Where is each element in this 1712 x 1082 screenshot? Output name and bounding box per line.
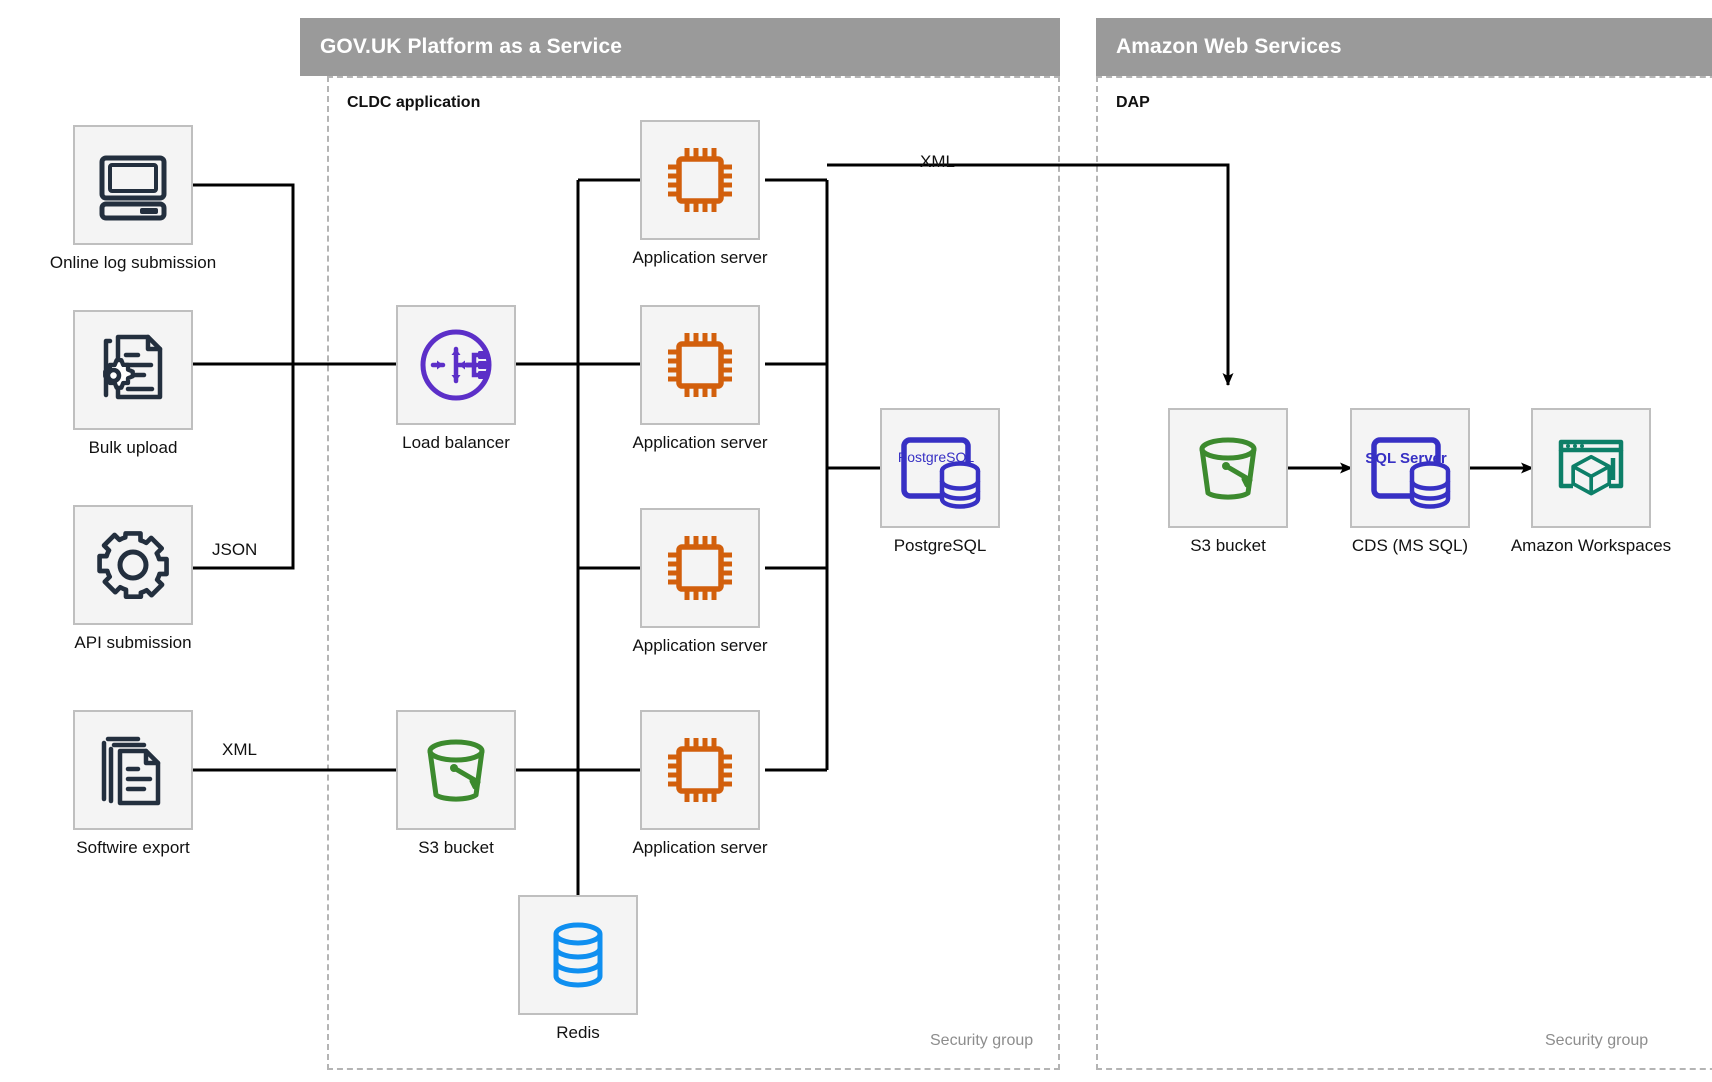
sql-server-icon: SQL Server: [1366, 437, 1451, 509]
group-title-paas: GOV.UK Platform as a Service: [320, 35, 622, 58]
icon-box: [518, 895, 638, 1015]
node-label: Amazon Workspaces: [1510, 536, 1672, 555]
icon-box: PostgreSQL: [880, 408, 1000, 528]
gear-icon: [97, 531, 169, 600]
postgresql-badge-text: PostgreSQL: [898, 449, 974, 465]
edge-label-json: JSON: [212, 540, 258, 559]
node-api-submission[interactable]: API submission: [73, 505, 193, 652]
node-label: Application server: [632, 636, 768, 655]
icon-box: SQL Server: [1350, 408, 1470, 528]
cpu-chip-icon: [668, 738, 732, 802]
icon-box: [396, 305, 516, 425]
icon-box: [640, 508, 760, 628]
group-box-aws: [1096, 76, 1712, 1070]
node-label: S3 bucket: [418, 838, 494, 857]
node-s3-bucket-paas[interactable]: S3 bucket: [396, 710, 516, 857]
security-group-label-paas: Security group: [930, 1032, 1034, 1049]
node-redis[interactable]: Redis: [518, 895, 638, 1042]
node-application-server-4[interactable]: Application server: [632, 710, 768, 857]
bucket-icon: [1199, 437, 1257, 500]
icon-box: [640, 710, 760, 830]
node-label: API submission: [74, 633, 192, 652]
node-application-server-2[interactable]: Application server: [632, 305, 768, 452]
icon-box: [1168, 408, 1288, 528]
node-label: Application server: [632, 433, 768, 452]
node-label: Application server: [632, 248, 768, 267]
edge-label-xml-softwire: XML: [222, 740, 257, 759]
node-label: Load balancer: [402, 433, 510, 452]
icon-box: [73, 310, 193, 430]
node-label: PostgreSQL: [893, 536, 987, 555]
desktop-computer-icon: [99, 155, 167, 221]
database-cylinder-icon: [553, 922, 603, 988]
icon-box: [73, 125, 193, 245]
cpu-chip-icon: [668, 333, 732, 397]
sub-label-cldc: CLDC application: [347, 94, 481, 111]
icon-box: [73, 505, 193, 625]
icon-box: [640, 305, 760, 425]
node-application-server-3[interactable]: Application server: [632, 508, 768, 655]
node-label: Redis: [556, 1023, 600, 1042]
node-online-log-submission[interactable]: Online log submission: [50, 125, 216, 272]
node-postgresql[interactable]: PostgreSQL PostgreSQL: [880, 408, 1000, 555]
node-amazon-workspaces[interactable]: Amazon Workspaces: [1511, 408, 1671, 555]
node-s3-bucket-aws[interactable]: S3 bucket: [1168, 408, 1288, 555]
node-load-balancer[interactable]: Load balancer: [396, 305, 516, 452]
node-bulk-upload[interactable]: Bulk upload: [73, 310, 193, 457]
node-label: Bulk upload: [88, 438, 178, 457]
icon-box: [73, 710, 193, 830]
cpu-chip-icon: [668, 148, 732, 212]
workspaces-cube-icon: [1558, 439, 1624, 496]
stacked-documents-icon: [101, 736, 161, 806]
group-header-aws: Amazon Web Services: [1096, 18, 1712, 76]
group-box-paas: [327, 76, 1060, 1070]
icon-box: [396, 710, 516, 830]
bucket-icon: [427, 739, 485, 802]
group-title-aws: Amazon Web Services: [1116, 35, 1342, 58]
group-header-paas: GOV.UK Platform as a Service: [300, 18, 1060, 76]
sub-label-dap: DAP: [1116, 94, 1150, 111]
node-softwire-export[interactable]: Softwire export: [73, 710, 193, 857]
load-balancer-icon: [420, 329, 492, 401]
node-label: Application server: [632, 838, 768, 857]
security-group-label-aws: Security group: [1545, 1032, 1649, 1049]
node-label: CDS (MS SQL): [1351, 536, 1469, 555]
node-cds-ms-sql[interactable]: SQL Server CDS (MS SQL): [1350, 408, 1470, 555]
document-gear-icon: [103, 334, 163, 400]
edge-label-xml-appserver: XML: [920, 152, 955, 171]
node-application-server-1[interactable]: Application server: [632, 120, 768, 267]
icon-box: [640, 120, 760, 240]
node-label: S3 bucket: [1190, 536, 1266, 555]
cpu-chip-icon: [668, 536, 732, 600]
node-label: Online log submission: [49, 253, 217, 272]
postgresql-icon: PostgreSQL: [898, 437, 981, 509]
node-label: Softwire export: [76, 838, 190, 857]
icon-box: [1531, 408, 1651, 528]
